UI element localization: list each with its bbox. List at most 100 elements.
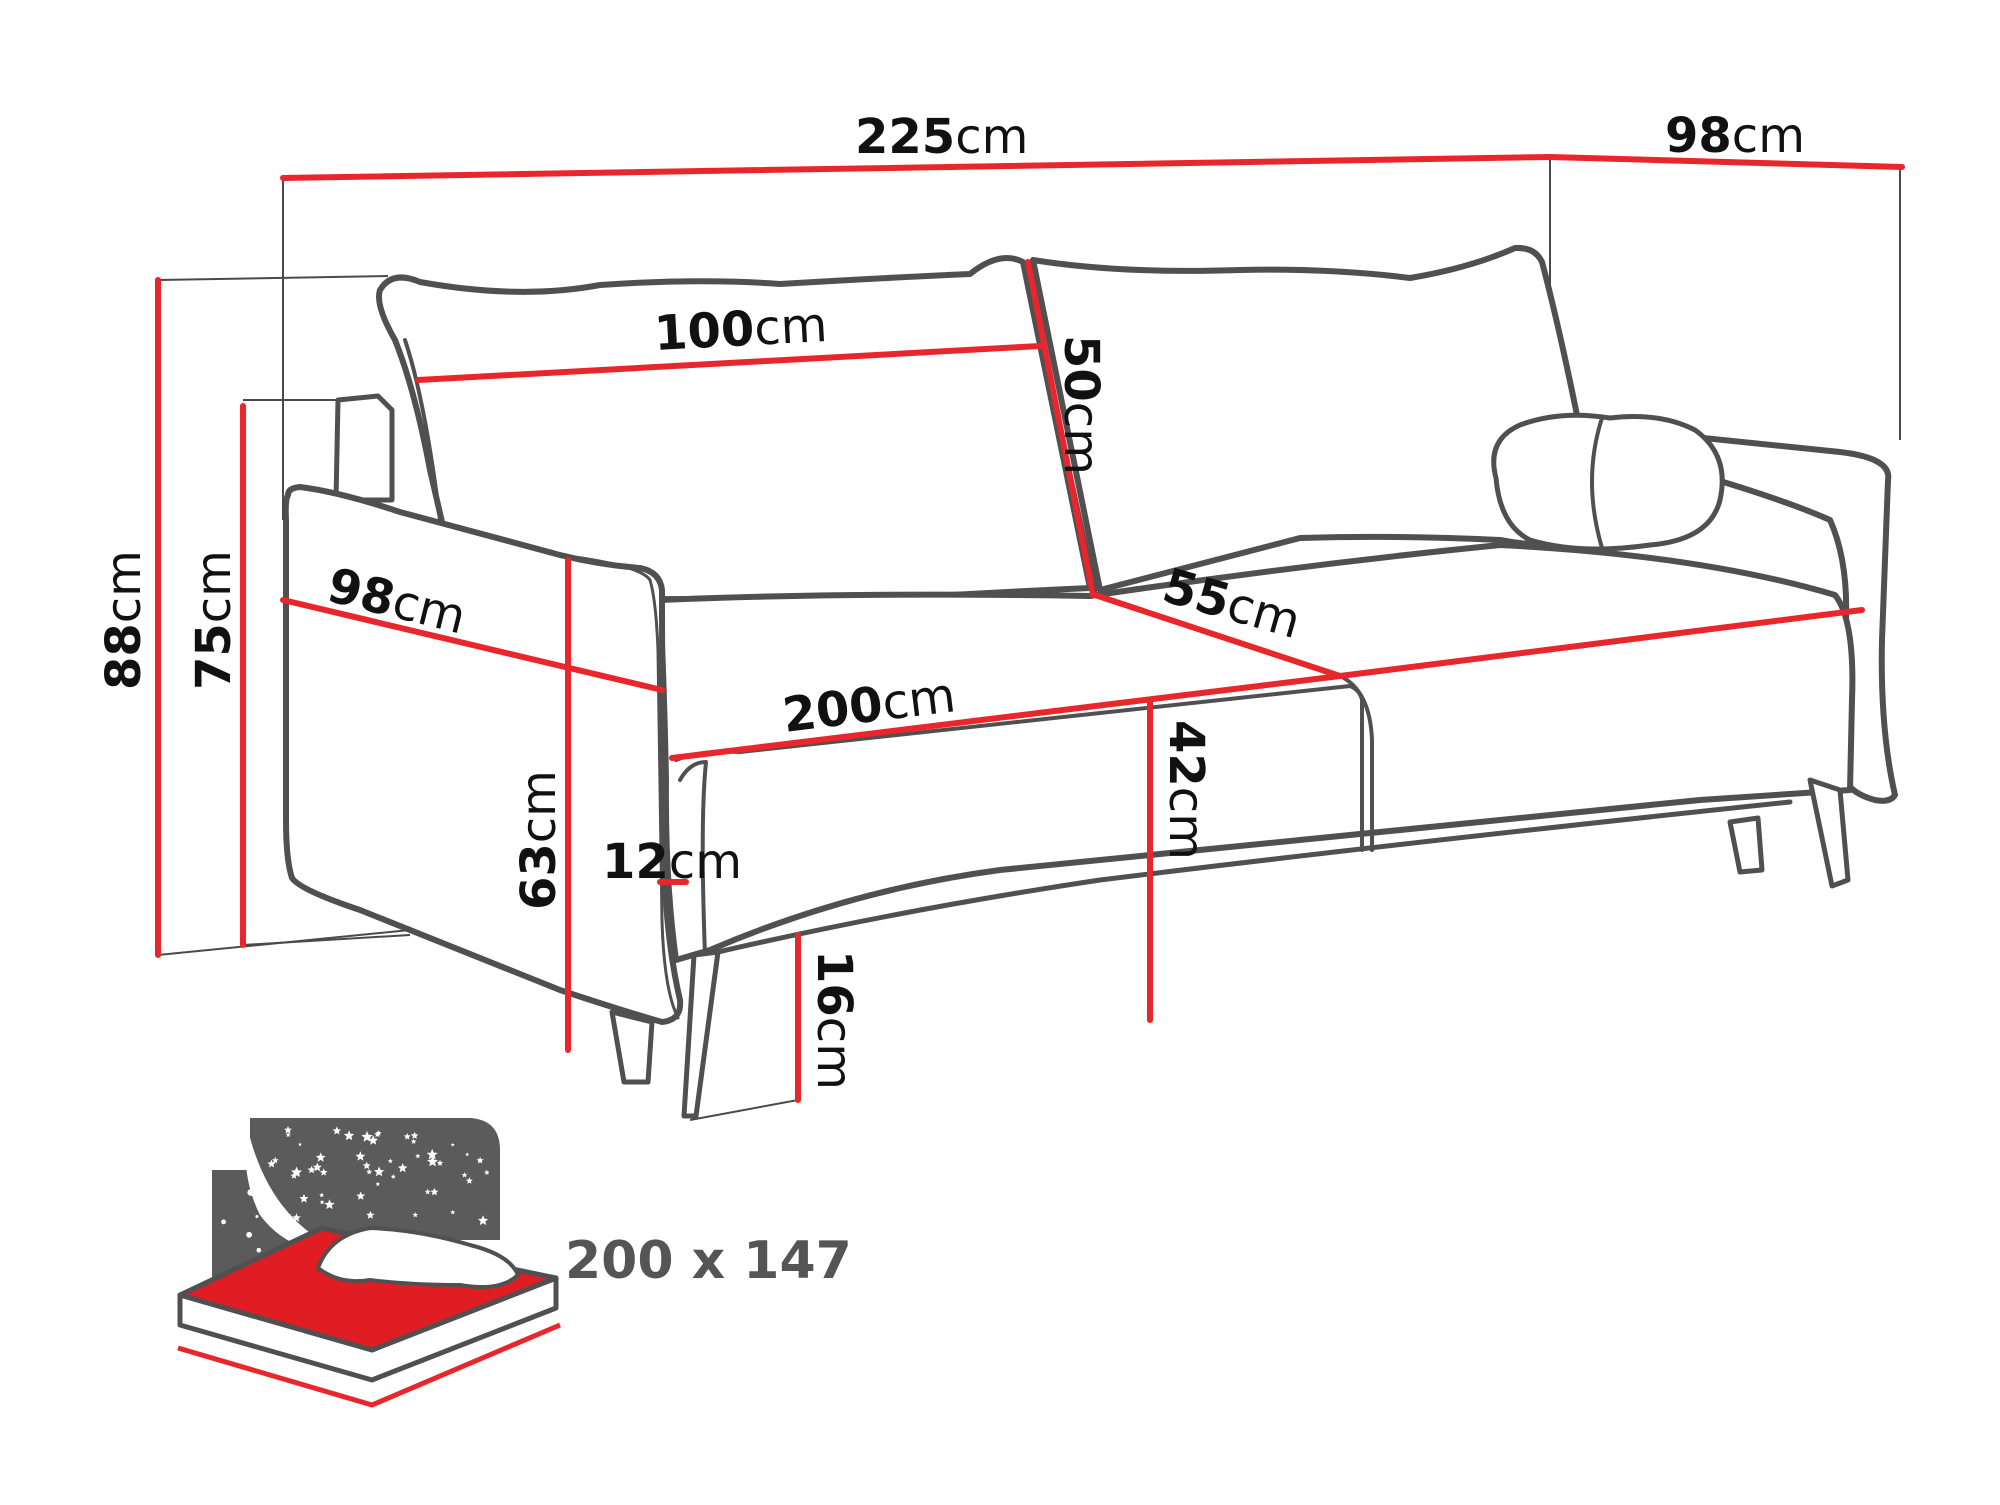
star	[332, 1126, 342, 1135]
label-armrest-width: 12cm	[602, 834, 742, 890]
star	[275, 1216, 287, 1227]
star	[265, 1200, 270, 1204]
dim-line-seat-width-right	[1337, 607, 1865, 679]
star	[221, 1219, 227, 1225]
star	[410, 1131, 419, 1139]
armrest-piping	[558, 553, 680, 1020]
star	[324, 1199, 335, 1210]
front-center-leg	[681, 949, 721, 1119]
star	[374, 1131, 381, 1138]
label-armrest-height: 75cm	[186, 550, 242, 690]
round-pillow	[1491, 412, 1725, 552]
star	[283, 1211, 292, 1220]
rear-right-leg	[1727, 815, 1765, 875]
seat-cushion-front-curve	[678, 760, 708, 957]
star	[397, 1163, 408, 1173]
guide-armrest-bottom	[242, 934, 411, 946]
extension-lines	[157, 157, 1901, 1121]
label-total-height: 88cm	[96, 550, 152, 690]
star	[312, 1162, 322, 1172]
star	[366, 1168, 373, 1175]
star	[374, 1166, 385, 1177]
dim-line-backrest-height	[1025, 259, 1095, 593]
star	[415, 1153, 421, 1159]
dim-line-armrest-depth	[280, 597, 665, 693]
star	[362, 1161, 371, 1170]
guide-height-top	[157, 275, 389, 281]
star	[403, 1133, 411, 1140]
round-pillow-seam	[1590, 416, 1604, 550]
star	[410, 1138, 417, 1144]
sleeping-area: 200 x 147	[177, 1118, 852, 1408]
base-rail	[715, 799, 1793, 955]
star	[356, 1191, 366, 1200]
pillow	[315, 1225, 521, 1289]
dim-line-total-width	[280, 154, 1553, 181]
front-right-leg	[1807, 777, 1851, 889]
star	[427, 1156, 438, 1167]
star	[368, 1135, 379, 1145]
star	[461, 1172, 468, 1178]
dim-line-total-depth	[1547, 154, 1905, 170]
star	[343, 1130, 355, 1141]
label-total-depth: 98cm	[1665, 108, 1805, 164]
rear-left-armrest	[333, 393, 395, 503]
star	[355, 1151, 366, 1161]
star	[246, 1231, 253, 1238]
label-total-width: 225cm	[855, 109, 1028, 165]
star	[477, 1215, 489, 1226]
star	[430, 1187, 439, 1196]
star	[476, 1156, 484, 1164]
star	[387, 1158, 393, 1164]
dim-line-seat-width	[669, 673, 1343, 761]
star	[319, 1168, 328, 1176]
seat-cushion-split	[1338, 674, 1374, 852]
star	[319, 1199, 325, 1205]
left-back-cushion	[376, 255, 1093, 603]
dimension-lines	[155, 154, 1905, 1103]
moon-crescent	[245, 1130, 340, 1251]
star	[307, 1165, 316, 1174]
label-backrest-height: 50cm	[1053, 335, 1109, 475]
guide-leg-bottom	[689, 1099, 799, 1121]
star	[366, 1210, 375, 1219]
star	[450, 1209, 456, 1215]
star	[256, 1247, 262, 1253]
sleep-width-arrow	[177, 1322, 561, 1408]
star	[299, 1193, 309, 1203]
star	[268, 1199, 276, 1207]
star	[424, 1188, 431, 1195]
star	[272, 1156, 279, 1164]
label-backrest-width: 100cm	[653, 297, 829, 362]
star	[465, 1177, 473, 1184]
star	[284, 1217, 291, 1223]
star	[298, 1142, 302, 1147]
label-leg-height: 16cm	[806, 950, 862, 1090]
star	[284, 1126, 292, 1134]
star	[247, 1189, 255, 1196]
star	[285, 1132, 291, 1138]
star	[255, 1215, 259, 1218]
star	[290, 1172, 298, 1179]
sleeping-area-size: 200 x 147	[565, 1231, 852, 1291]
star	[285, 1234, 289, 1238]
dim-line-seat-depth	[1089, 591, 1343, 679]
star	[315, 1152, 326, 1162]
star	[267, 1159, 276, 1168]
star	[375, 1181, 381, 1187]
label-seat-width: 200cm	[780, 667, 959, 744]
right-armrest	[1577, 422, 1898, 804]
star	[292, 1213, 301, 1222]
star	[465, 1152, 470, 1157]
left-cushion-fold	[403, 338, 442, 522]
star	[319, 1192, 325, 1198]
star	[390, 1174, 396, 1179]
front-left-leg	[609, 1009, 655, 1085]
star	[436, 1159, 444, 1166]
star	[484, 1169, 490, 1175]
star	[450, 1142, 455, 1147]
star	[412, 1212, 418, 1218]
night-sky-back	[250, 1118, 500, 1240]
